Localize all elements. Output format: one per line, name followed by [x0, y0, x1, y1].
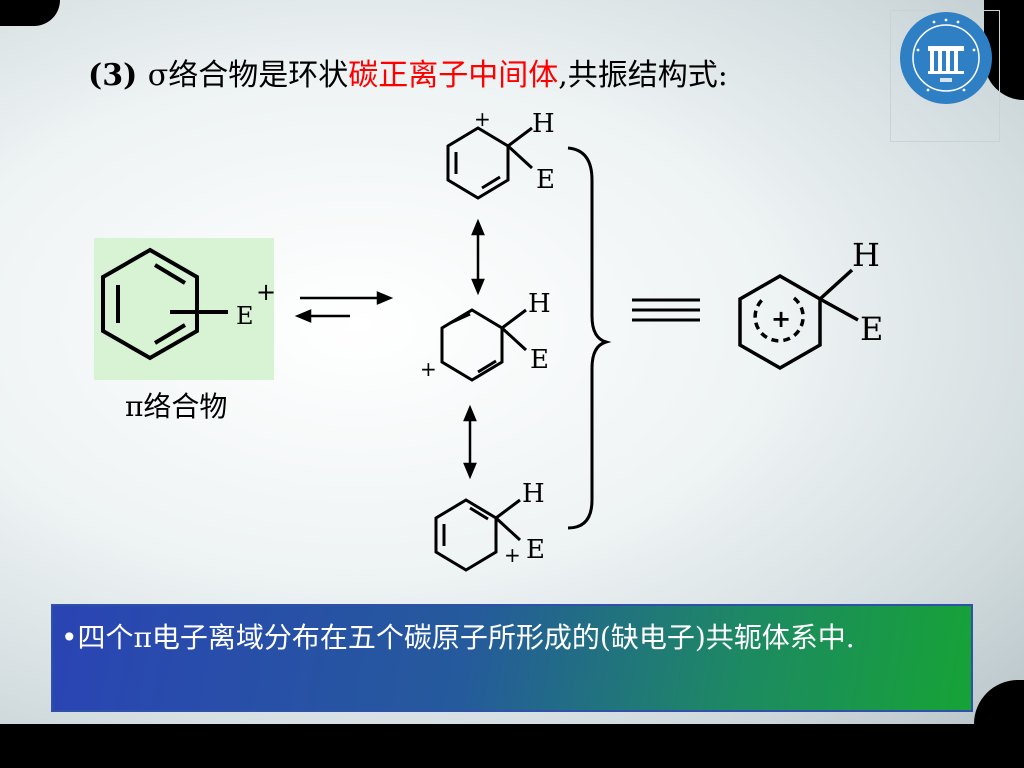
- resonance-h-2: H: [528, 289, 551, 319]
- resonance-structure-1: [446, 126, 534, 200]
- delocalized-e: E: [860, 310, 883, 348]
- reaction-diagram: E + + H E: [101, 107, 883, 572]
- pi-complex-box: [94, 238, 274, 380]
- resonance-plus-3: +: [504, 543, 521, 567]
- title-number: (3): [88, 58, 148, 93]
- resonance-h-3: H: [522, 479, 545, 509]
- delocalized-plus: +: [771, 305, 791, 333]
- pi-charge-label: +: [256, 278, 276, 306]
- title-part2: ,共振结构式:: [558, 58, 728, 93]
- resonance-structure-2: [440, 308, 528, 382]
- title-part1: σ络合物是环状: [147, 58, 349, 93]
- logo-frame: [890, 10, 1000, 142]
- slide-title: (3) σ络合物是环状碳正离子中间体,共振结构式:: [88, 50, 728, 94]
- resonance-plus-1: +: [474, 107, 491, 131]
- resonance-arrow-2: [463, 404, 477, 480]
- resonance-brace: [567, 146, 612, 530]
- note-text: •四个π电子离域分布在五个碳原子所形成的(缺电子)共轭体系中.: [61, 621, 855, 654]
- delocalized-sigma-complex: [738, 268, 859, 371]
- title-highlight: 碳正离子中间体: [348, 58, 559, 93]
- resonance-h-1: H: [532, 109, 555, 139]
- delocalized-h: H: [852, 236, 880, 274]
- note-box: •四个π电子离域分布在五个碳原子所形成的(缺电子)共轭体系中.: [51, 604, 973, 712]
- pi-complex-structure: [101, 247, 228, 361]
- resonance-structure-3: [434, 498, 522, 572]
- resonance-plus-2: +: [420, 357, 437, 381]
- equivalence-symbol: [632, 298, 700, 322]
- equilibrium-arrows: [294, 291, 394, 323]
- slide-bottom-bar: [0, 724, 1024, 768]
- resonance-arrow-1: [471, 218, 485, 296]
- slide-background: (3) σ络合物是环状碳正离子中间体,共振结构式: E +: [0, 0, 1024, 724]
- resonance-e-1: E: [536, 165, 555, 195]
- university-seal-icon: [900, 12, 992, 104]
- pi-complex-label: π络合物: [125, 390, 228, 423]
- resonance-e-2: E: [530, 345, 549, 375]
- pi-electrophile-label: E: [236, 302, 254, 330]
- resonance-e-3: E: [526, 535, 545, 565]
